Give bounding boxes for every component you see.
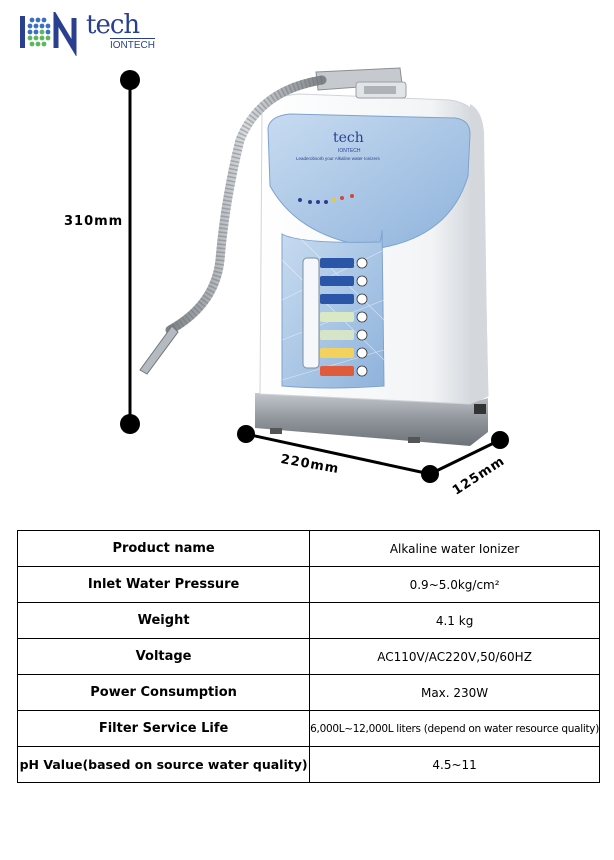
table-row: Inlet Water Pressure 0.9~5.0kg/cm² — [16, 566, 600, 603]
spec-value: 4.1 kg — [309, 602, 600, 639]
table-row: Product name Alkaline water Ionizer — [16, 530, 600, 567]
upper-control-panel: tech IONTECH Leaderobsorb your Alkaline … — [267, 113, 471, 249]
lower-button-panel — [281, 229, 385, 389]
logo-word: tech — [86, 10, 140, 40]
spec-key: Voltage — [16, 638, 311, 675]
table-row: pH Value(based on source water quality) … — [16, 746, 600, 783]
spec-key: Inlet Water Pressure — [16, 566, 311, 603]
depth-dimension-line — [429, 431, 509, 476]
spec-key: Weight — [16, 602, 311, 639]
product-illustration: tech IONTECH Leaderobsorb your Alkaline … — [120, 67, 509, 483]
table-row: Voltage AC110V/AC220V,50/60HZ — [16, 638, 600, 675]
ionizer-base — [255, 393, 488, 446]
spec-value: 6,000L~12,000L liters (depend on water r… — [309, 710, 600, 747]
table-row: Weight 4.1 kg — [16, 602, 600, 639]
table-row: Filter Service Life 6,000L~12,000L liter… — [16, 710, 600, 747]
spec-value: 4.5~11 — [309, 746, 600, 783]
indicator-leds — [298, 194, 354, 204]
height-dimension-label: 310mm — [64, 214, 124, 229]
brand-logo: tech IONTECH — [18, 8, 158, 58]
spec-value: Alkaline water Ionizer — [309, 530, 600, 567]
height-dimension-line — [120, 70, 140, 434]
spec-value: 0.9~5.0kg/cm² — [309, 566, 600, 603]
spec-key: Product name — [16, 530, 311, 567]
logo-subtitle: IONTECH — [110, 38, 155, 51]
spec-key: Power Consumption — [16, 674, 311, 711]
function-icons — [356, 257, 368, 377]
function-buttons — [320, 258, 354, 376]
table-row: Power Consumption Max. 230W — [16, 674, 600, 711]
panel-logo-subtitle: IONTECH — [338, 148, 361, 154]
spec-table: Product name Alkaline water Ionizer Inle… — [16, 530, 600, 783]
spec-key: Filter Service Life — [16, 710, 311, 747]
spec-value: AC110V/AC220V,50/60HZ — [309, 638, 600, 675]
spec-value: Max. 230W — [309, 674, 600, 711]
panel-logo-word: tech — [333, 130, 364, 146]
status-display — [302, 257, 320, 369]
logo-mark-icon — [20, 8, 77, 58]
faucet-head — [315, 67, 407, 99]
panel-slogan: Leaderobsorb your Alkaline water Ionizer… — [296, 156, 381, 161]
spec-key: pH Value(based on source water quality) — [16, 746, 311, 783]
width-dimension-line — [237, 425, 439, 483]
flexible-hose — [165, 75, 327, 335]
hose-nozzle — [139, 325, 179, 375]
